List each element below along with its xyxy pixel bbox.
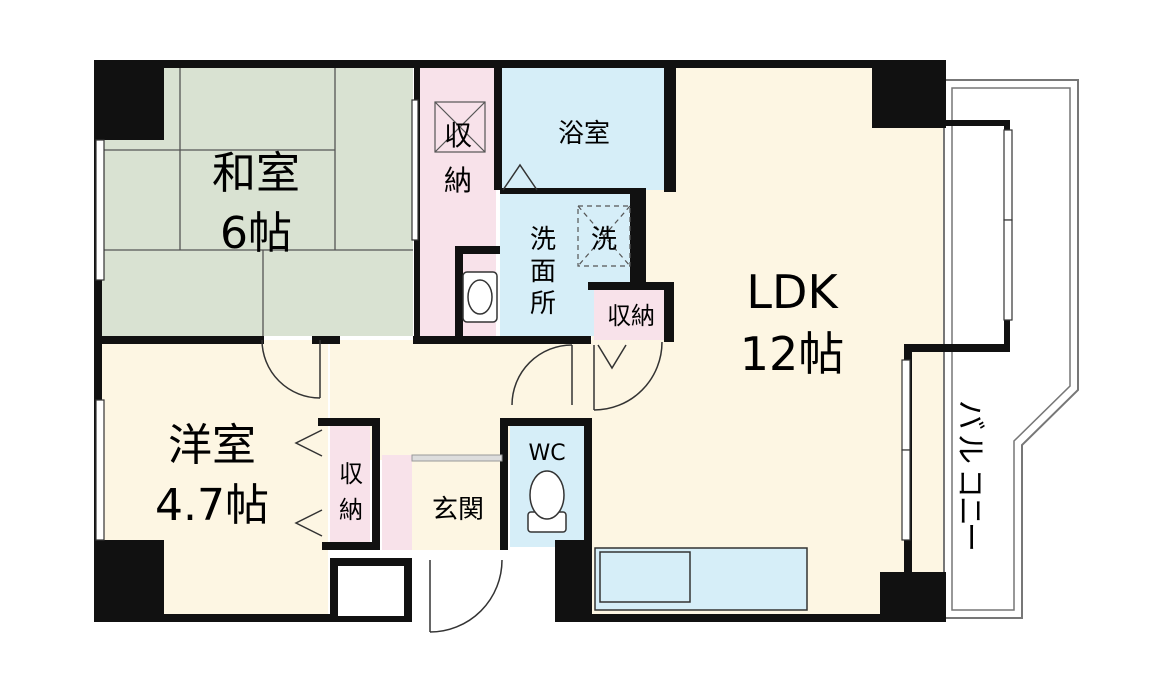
wc-label: WC [528, 441, 565, 466]
tatami-lines [100, 68, 413, 336]
storage-hall-label: 収納 [607, 302, 655, 330]
washitsu-label: 和室 [212, 148, 300, 199]
balcony-char-5: ー [952, 522, 987, 552]
entrance-step-line [411, 454, 503, 462]
storage-western-label-2: 納 [339, 496, 363, 524]
storage-western-label-1: 収 [339, 460, 363, 488]
doors [261, 163, 663, 633]
yoshitsu-label: 洋室 [168, 420, 256, 471]
kitchen-sink [599, 551, 691, 603]
toilet-icon [527, 470, 567, 533]
storage-cross-icon [434, 101, 486, 153]
washitsu-size: 6帖 [220, 208, 292, 259]
washer-pan-icon [577, 205, 631, 267]
ldk-size: 12帖 [740, 327, 845, 381]
storage-tatami-label-1: 収 [444, 119, 472, 152]
washroom-label-3: 所 [530, 289, 556, 319]
balcony-char-4: ニ [952, 496, 987, 526]
entrance-pink [382, 455, 412, 550]
storage-tatami-label-2: 納 [444, 164, 472, 197]
ldk-label: LDK [746, 265, 839, 319]
kitchen-counter [594, 547, 808, 611]
washer-label: 洗 [591, 225, 617, 255]
bath-room [500, 68, 670, 190]
bath-label: 浴室 [558, 119, 610, 149]
balcony-char-3: コ [952, 468, 987, 498]
entrance-label: 玄関 [432, 495, 484, 525]
storage-western [330, 425, 370, 550]
balcony-label: バ ル コ ニ ー [952, 400, 987, 552]
washroom-label-2: 面 [530, 257, 556, 287]
yoshitsu-size: 4.7帖 [155, 480, 269, 531]
balcony-char-2: ル [952, 434, 987, 464]
washroom-label-1: 洗 [530, 225, 556, 255]
windows [95, 99, 1013, 541]
balcony-char-1: バ [952, 400, 987, 430]
storage-hall [594, 288, 668, 340]
basin-icon [462, 271, 498, 323]
